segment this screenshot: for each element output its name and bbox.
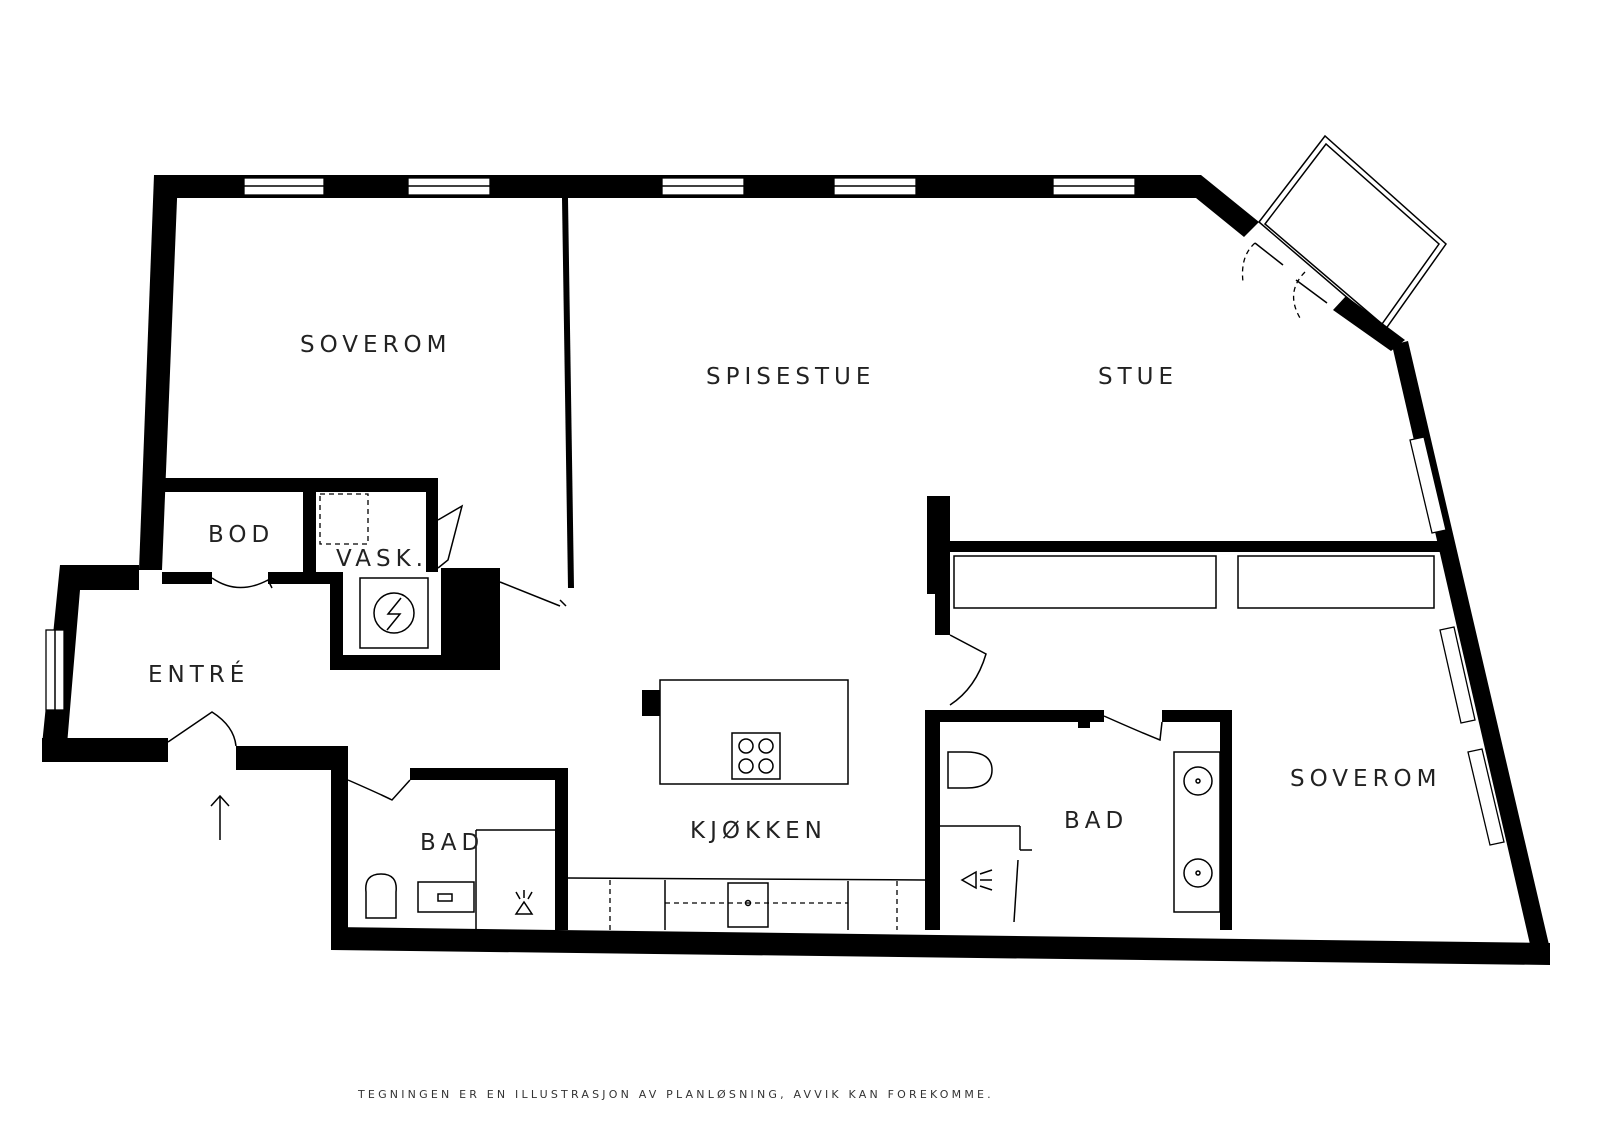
sink-icon: [727, 882, 769, 928]
room-label-bad-1: BAD: [420, 830, 484, 856]
kitchen-counter: [567, 877, 926, 930]
exterior-walls: [42, 175, 1550, 965]
shower-icon: [514, 890, 534, 915]
sink-icon: [417, 881, 475, 913]
room-label-vask: VASK.: [336, 546, 428, 572]
doors: [167, 504, 1163, 801]
room-label-soverom-2: SOVEROM: [1290, 766, 1442, 792]
windows: [45, 177, 1505, 846]
toilet-icon: [947, 751, 993, 789]
room-label-bad-2: BAD: [1064, 808, 1128, 834]
fixtures: [319, 493, 1435, 930]
cooktop-icon: [731, 732, 781, 780]
kitchen-island: [659, 679, 849, 785]
sink-icon: [1183, 766, 1213, 888]
room-label-stue: STUE: [1098, 364, 1178, 390]
washer-icon: [319, 493, 369, 545]
disclaimer-note: TEGNINGEN ER EN ILLUSTRASJON AV PLANLØSN…: [357, 1088, 994, 1101]
electrical-panel-icon: [359, 577, 429, 649]
room-label-soverom-1: SOVEROM: [300, 332, 452, 358]
room-label-spisestue: SPISESTUE: [706, 364, 875, 390]
room-label-bod: BOD: [208, 522, 274, 548]
room-label-kjokken: KJØKKEN: [690, 818, 827, 844]
entrance-arrow-icon: [210, 794, 230, 840]
balcony: [1241, 134, 1447, 332]
toilet-icon: [365, 873, 397, 919]
shower-icon: [960, 869, 993, 891]
room-label-entre: ENTRÉ: [148, 660, 249, 688]
interior-walls: [162, 198, 1440, 930]
